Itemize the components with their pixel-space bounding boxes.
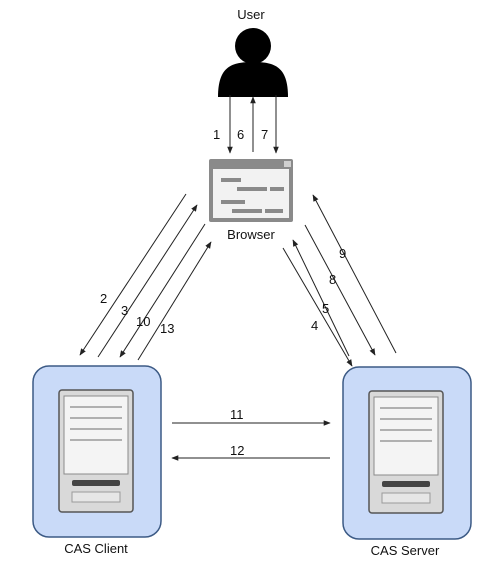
step-label-8: 8 bbox=[329, 272, 336, 287]
arrow-8 bbox=[304, 224, 376, 356]
step-label-10: 10 bbox=[136, 314, 150, 329]
arrow-4 bbox=[282, 247, 353, 367]
step-label-5: 5 bbox=[322, 301, 329, 316]
step-label-6: 6 bbox=[237, 127, 244, 142]
step-label-9: 9 bbox=[339, 246, 346, 261]
arrow-10 bbox=[119, 223, 206, 358]
browser-label: Browser bbox=[227, 227, 275, 242]
step-label-2: 2 bbox=[100, 291, 107, 306]
cas-client-node: CAS Client bbox=[32, 365, 162, 556]
arrow-9 bbox=[312, 194, 397, 354]
browser-node: Browser bbox=[209, 159, 293, 242]
arrow-3 bbox=[97, 204, 198, 358]
step-label-11: 11 bbox=[230, 407, 244, 422]
step-label-4: 4 bbox=[311, 318, 318, 333]
arrow-13 bbox=[137, 241, 212, 361]
browser-window-icon bbox=[209, 159, 293, 222]
step-label-12: 12 bbox=[230, 443, 244, 458]
step-label-1: 1 bbox=[213, 127, 220, 142]
cas-client-label: CAS Client bbox=[64, 541, 128, 556]
user-silhouette-icon bbox=[218, 28, 288, 97]
cas-server-node: CAS Server bbox=[342, 366, 472, 558]
server-tower-icon bbox=[58, 389, 134, 513]
step-label-13: 13 bbox=[160, 321, 174, 336]
step-label-3: 3 bbox=[121, 303, 128, 318]
cas-server-label: CAS Server bbox=[371, 543, 440, 558]
user-node: User bbox=[218, 7, 288, 97]
arrow-5 bbox=[292, 239, 350, 357]
server-tower-icon bbox=[368, 390, 444, 514]
arrow-2 bbox=[79, 193, 187, 356]
user-label: User bbox=[237, 7, 265, 22]
step-label-7: 7 bbox=[261, 127, 268, 142]
